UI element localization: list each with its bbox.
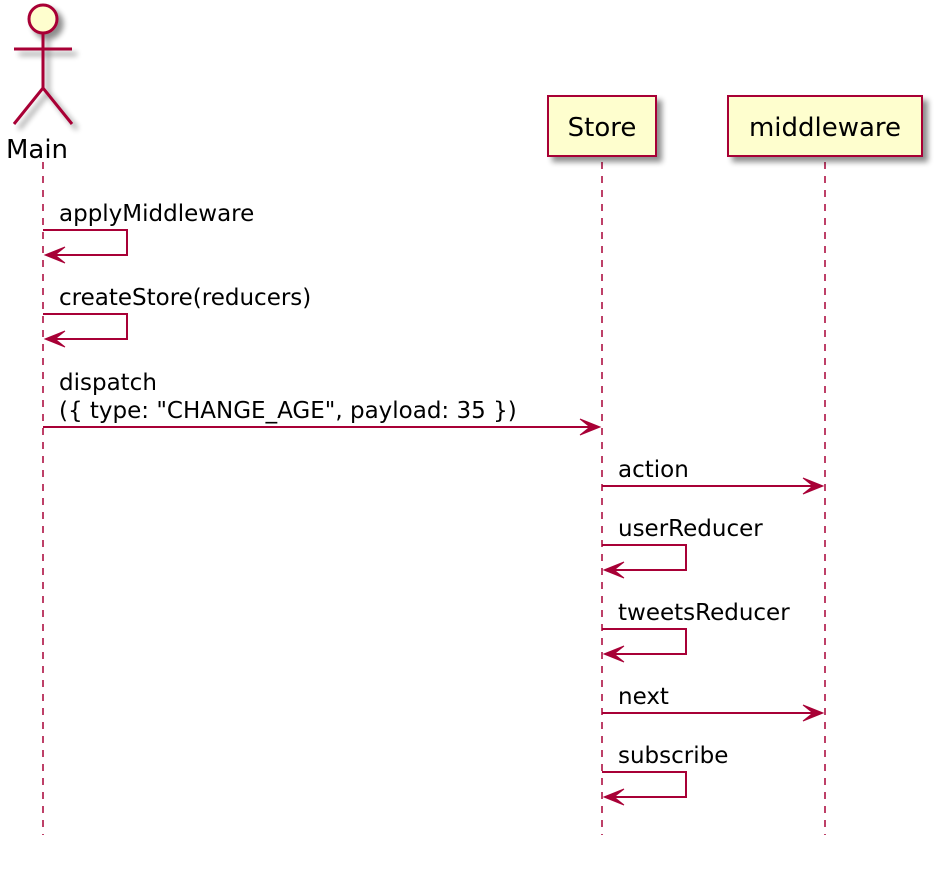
arrowhead-icon bbox=[43, 246, 66, 264]
message-5: tweetsReducer bbox=[602, 600, 790, 663]
self-message-arrow bbox=[602, 628, 687, 655]
message-label: applyMiddleware bbox=[59, 201, 254, 227]
participant-label-main: Main bbox=[6, 135, 68, 165]
message-4: userReducer bbox=[602, 516, 763, 579]
messages: applyMiddleware createStore(reducers) disp… bbox=[43, 201, 825, 806]
self-message-arrow bbox=[43, 229, 128, 256]
participant-box-store: Store bbox=[547, 95, 657, 157]
message-label: next bbox=[618, 684, 669, 710]
participant-box-middleware: middleware bbox=[727, 95, 923, 157]
arrowhead-icon bbox=[579, 418, 602, 436]
message-label: subscribe bbox=[618, 743, 728, 769]
arrowhead-icon bbox=[802, 477, 825, 495]
actor-main bbox=[12, 3, 74, 125]
message-label: createStore(reducers) bbox=[59, 285, 311, 311]
arrowhead-icon bbox=[43, 330, 66, 348]
message-7: subscribe bbox=[602, 743, 728, 806]
participant-heads: Main Store middleware bbox=[6, 3, 923, 165]
self-message-arrow bbox=[43, 313, 128, 340]
message-label: ({ type: "CHANGE_AGE", payload: 35 }) bbox=[59, 398, 517, 424]
participant-label-middleware: middleware bbox=[749, 113, 901, 143]
message-6: next bbox=[602, 684, 825, 722]
message-2: dispatch({ type: "CHANGE_AGE", payload: … bbox=[43, 370, 602, 436]
self-message-arrow bbox=[602, 771, 687, 798]
message-label: userReducer bbox=[618, 516, 763, 542]
participant-rect-middleware bbox=[727, 95, 923, 157]
message-label: action bbox=[618, 457, 689, 483]
message-0: applyMiddleware bbox=[43, 201, 254, 264]
participant-rect-store bbox=[547, 95, 657, 157]
lifelines bbox=[42, 162, 826, 835]
actor-head-icon bbox=[27, 3, 59, 35]
arrowhead-icon bbox=[602, 561, 625, 579]
self-message-arrow bbox=[602, 544, 687, 571]
actor-legs-icon bbox=[12, 85, 74, 125]
arrowhead-icon bbox=[602, 645, 625, 663]
arrowhead-icon bbox=[602, 788, 625, 806]
arrowhead-icon bbox=[802, 704, 825, 722]
message-1: createStore(reducers) bbox=[43, 285, 311, 348]
message-3: action bbox=[602, 457, 825, 495]
message-label: dispatch bbox=[59, 370, 157, 396]
participant-label-store: Store bbox=[568, 113, 637, 143]
message-label: tweetsReducer bbox=[618, 600, 790, 626]
